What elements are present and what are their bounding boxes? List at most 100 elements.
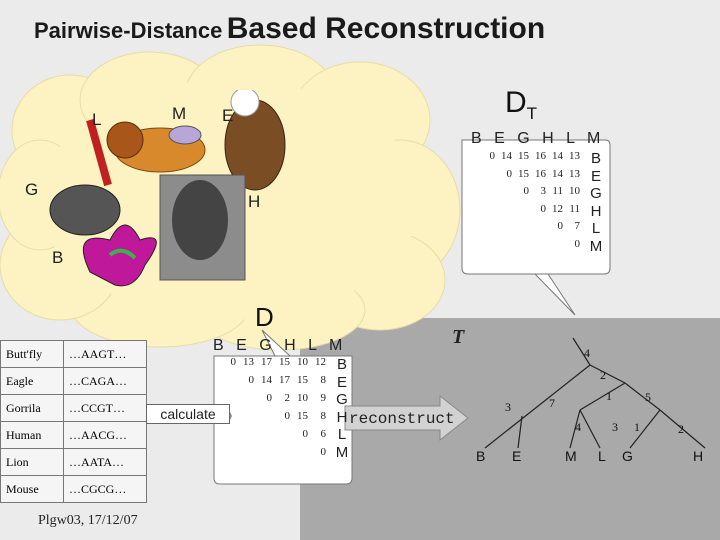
sequence-value: …AAGT… — [63, 340, 147, 368]
species-name: Butt'fly — [0, 340, 64, 368]
matrix-cell: 15 — [518, 167, 529, 180]
matrix-cell: 15 — [297, 410, 308, 422]
matrix-cell: 14 — [261, 374, 272, 386]
matrix-cell: 0 — [523, 185, 530, 197]
species-name: Eagle — [0, 367, 64, 395]
matrix-cell: 15 — [297, 374, 308, 386]
matrix-row-header: B — [336, 356, 347, 373]
matrix-row-header: M — [335, 443, 349, 461]
matrix-cell: 0 — [266, 392, 273, 404]
tree-weight: 2 — [600, 368, 606, 382]
tree-weight: 1 — [606, 389, 612, 403]
table-row: Mouse…CGCG… — [0, 475, 147, 503]
matrix-cell: 12 — [552, 202, 563, 215]
animal-label-eagle: E — [222, 106, 234, 125]
tree-label: T — [452, 326, 465, 348]
matrix-row-header: L — [337, 426, 347, 443]
matrix-cell: 16 — [535, 150, 546, 162]
matrix-cell: 0 — [302, 428, 309, 440]
matrix-row-header: H — [590, 202, 602, 220]
animal-label-lion: L — [92, 110, 102, 129]
matrix-cell: 0 — [320, 446, 327, 458]
sequence-value: …AATA… — [63, 448, 147, 476]
dt-column-headers: B E G H L M — [471, 130, 604, 148]
matrix-cell: 8 — [320, 410, 327, 422]
matrix-cell: 11 — [569, 202, 580, 215]
matrix-cell: 14 — [552, 150, 563, 162]
matrix-row-header: H — [336, 408, 348, 426]
slide-title: Pairwise-Distance Based Reconstruction — [34, 12, 545, 46]
matrix-cell: 0 — [574, 237, 581, 250]
matrix-cell: 17 — [261, 356, 272, 368]
animal-illustrations — [49, 90, 286, 287]
calculate-label: calculate — [146, 404, 230, 424]
tree-weight: 7 — [549, 396, 555, 410]
dt-label-sub: T — [526, 104, 538, 123]
animal-label-butterfly: B — [52, 248, 64, 267]
matrix-cell: 9 — [320, 392, 327, 404]
matrix-cell: 0 — [489, 150, 496, 162]
matrix-col-header: G — [517, 130, 534, 147]
animal-label-human: H — [248, 192, 261, 211]
matrix-col-header: M — [328, 337, 347, 354]
matrix-cell: 13 — [569, 150, 580, 162]
matrix-cell: 0 — [540, 202, 547, 215]
tree-leaf-g: G — [622, 448, 633, 464]
tree-leaf-b: B — [476, 448, 486, 464]
tree-weight: 4 — [584, 346, 590, 360]
tree-weight: 3 — [612, 420, 618, 434]
matrix-cell: 7 — [574, 220, 581, 232]
tree-leaf-m: M — [565, 448, 577, 464]
matrix-cell: 0 — [284, 410, 291, 422]
tree-weight: 2 — [678, 422, 684, 436]
d-column-headers: B E G H L M — [213, 337, 346, 355]
matrix-cell: 15 — [279, 356, 290, 368]
table-row: Gorrila…CCGT… — [0, 394, 147, 422]
matrix-cell: 3 — [540, 185, 547, 197]
matrix-col-header: B — [213, 337, 228, 354]
sequence-table: Butt'fly…AAGT…Eagle…CAGA…Gorrila…CCGT…Hu… — [0, 340, 147, 503]
matrix-cell: 8 — [320, 374, 327, 386]
matrix-cell: 10 — [297, 356, 308, 368]
tree-leaf-h: H — [693, 448, 704, 464]
matrix-cell: 15 — [518, 150, 529, 162]
tree-edges — [484, 337, 706, 449]
matrix-col-header: E — [494, 130, 509, 147]
matrix-col-header: B — [471, 130, 486, 147]
tree-weight: 4 — [575, 420, 581, 434]
matrix-col-header: M — [586, 130, 605, 147]
matrix-cell: 10 — [297, 392, 308, 404]
species-name: Gorrila — [0, 394, 64, 422]
matrix-cell: 14 — [552, 167, 563, 180]
matrix-row-header: E — [590, 167, 601, 185]
matrix-row-header: G — [590, 185, 602, 202]
matrix-row-header: G — [336, 391, 348, 408]
matrix-row-header: M — [589, 237, 603, 255]
gorilla-image — [49, 184, 121, 236]
matrix-cell: 12 — [315, 356, 326, 368]
matrix-col-header: G — [259, 337, 276, 354]
table-row: Eagle…CAGA… — [0, 367, 147, 395]
matrix-col-header: E — [236, 337, 251, 354]
eagle-image — [224, 90, 286, 191]
sequence-value: …CCGT… — [63, 394, 147, 422]
butterfly-image — [82, 224, 157, 287]
footer-text: Plgw03, 17/12/07 — [38, 513, 138, 528]
matrix-cell: 10 — [569, 185, 580, 197]
matrix-cell: 14 — [501, 150, 512, 162]
matrix-cell: 2 — [284, 392, 291, 404]
tree-weight: 3 — [505, 400, 511, 414]
species-name: Mouse — [0, 475, 64, 503]
matrix-cell: 6 — [320, 428, 327, 440]
matrix-cell: 0 — [248, 374, 255, 386]
sequence-value: …CGCG… — [63, 475, 147, 503]
d-label: D — [255, 302, 274, 332]
table-row: Butt'fly…AAGT… — [0, 340, 147, 368]
title-part2: Based Reconstruction — [226, 12, 546, 45]
matrix-cell: 13 — [569, 167, 580, 180]
matrix-cell: 11 — [552, 185, 563, 197]
matrix-col-header: H — [542, 130, 558, 147]
